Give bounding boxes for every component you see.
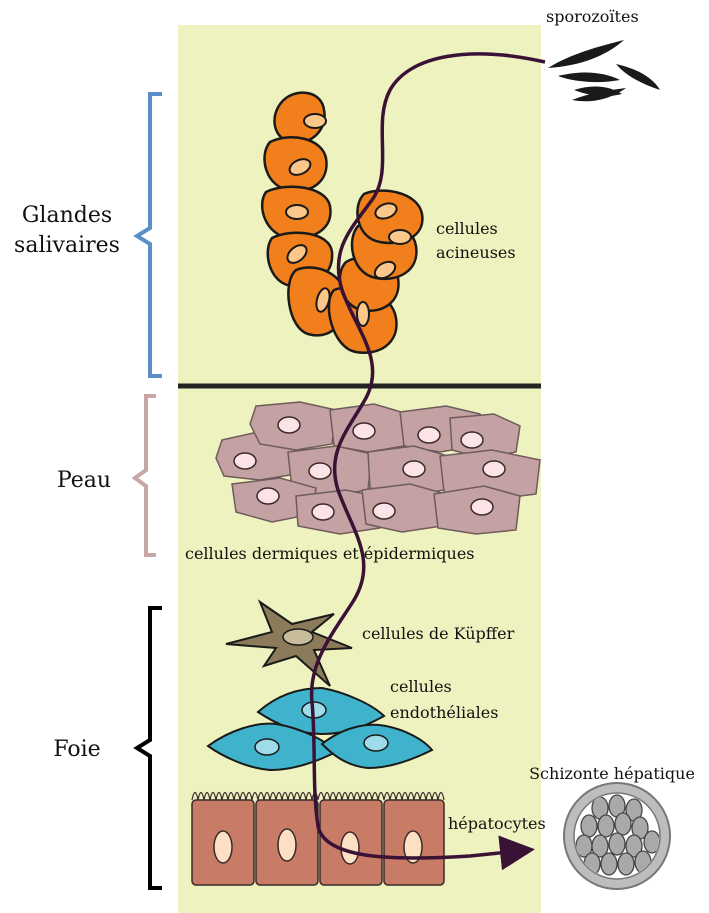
label-dermiques: cellules dermiques et épidermiques bbox=[185, 544, 475, 563]
label-glandes-2: salivaires bbox=[14, 233, 120, 258]
label-foie: Foie bbox=[53, 737, 100, 762]
label-acineuses-1: cellules bbox=[436, 219, 498, 238]
bracket-glandes bbox=[137, 94, 162, 376]
label-sporozoites: sporozoïtes bbox=[546, 7, 639, 26]
label-kupffer: cellules de Küpffer bbox=[362, 624, 515, 643]
label-endo-1: cellules bbox=[390, 677, 452, 696]
bracket-peau bbox=[135, 396, 156, 555]
label-endo-2: endothéliales bbox=[390, 703, 498, 722]
label-glandes-1: Glandes bbox=[22, 203, 112, 228]
label-schizonte: Schizonte hépatique bbox=[529, 764, 695, 783]
sporozoite-icon bbox=[548, 40, 660, 101]
label-hepatocytes: hépatocytes bbox=[448, 814, 546, 833]
bracket-foie bbox=[137, 608, 162, 888]
label-acineuses-2: acineuses bbox=[436, 243, 516, 262]
label-peau: Peau bbox=[57, 468, 111, 493]
schizonte-icon bbox=[564, 783, 670, 889]
